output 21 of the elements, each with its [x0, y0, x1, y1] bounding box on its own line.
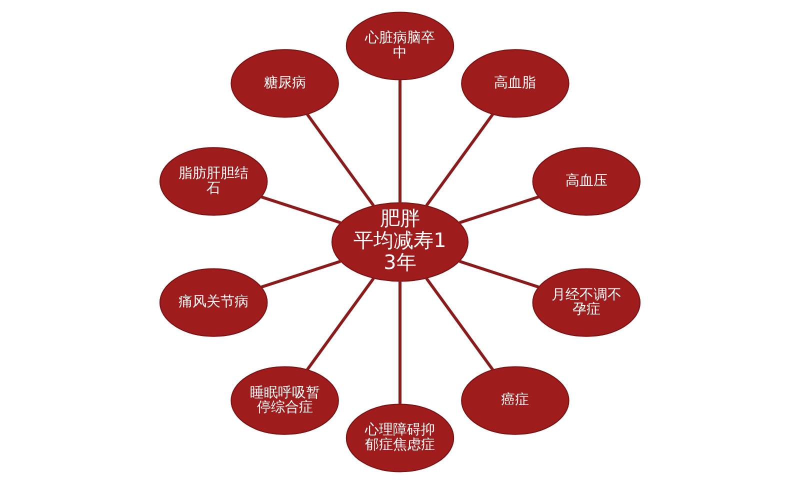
connector — [306, 278, 375, 371]
connector — [425, 113, 494, 206]
node-ellipse: 高血压 — [532, 147, 641, 216]
node-ellipse: 糖尿病 — [230, 49, 339, 118]
connector — [398, 80, 402, 202]
node-ellipse: 高血脂 — [461, 49, 570, 118]
node-ellipse: 脂肪肝胆结石 — [159, 147, 268, 216]
connector — [459, 196, 540, 224]
connector — [306, 113, 375, 206]
connector — [398, 282, 402, 404]
connector — [260, 260, 341, 288]
connector — [260, 196, 341, 224]
connector — [425, 278, 494, 371]
node-ellipse: 月经不调不孕症 — [532, 268, 641, 337]
node-ellipse: 癌症 — [461, 366, 570, 435]
node-ellipse: 心脏病脑卒中 — [346, 12, 454, 80]
node-ellipse: 肥胖 平均减寿13年 — [331, 202, 469, 282]
node-ellipse: 心理障碍抑郁症焦虑症 — [346, 404, 454, 472]
connector — [459, 260, 540, 288]
node-ellipse: 睡眠呼吸暂停综合症 — [230, 366, 339, 435]
node-ellipse: 痛风关节病 — [159, 268, 268, 337]
